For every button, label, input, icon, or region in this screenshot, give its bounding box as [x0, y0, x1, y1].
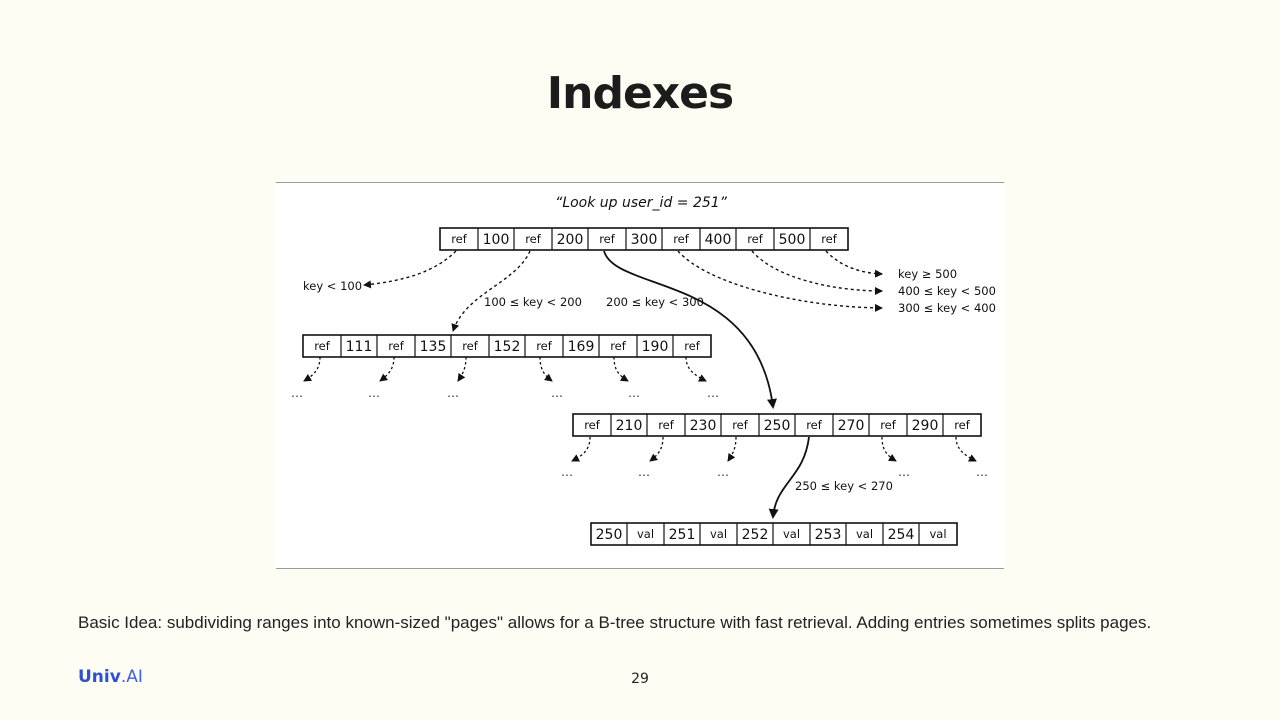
ref-cell: ref [684, 339, 701, 353]
key-cell: 210 [616, 418, 643, 434]
page-number: 29 [631, 671, 649, 687]
val-cell: val [710, 527, 727, 541]
val-cell: val [856, 527, 873, 541]
ref-cell: ref [599, 232, 616, 246]
ref-cell: ref [451, 232, 468, 246]
label-key-300-400: 300 ≤ key < 400 [898, 301, 996, 315]
label-key-100-200: 100 ≤ key < 200 [484, 295, 582, 309]
key-cell: 252 [742, 527, 769, 543]
ref-cell: ref [673, 232, 690, 246]
arrow-key-lt-100 [363, 250, 457, 289]
mid-page-outline [572, 413, 982, 437]
ellipsis: … [628, 386, 640, 400]
ref-cell: ref [388, 339, 405, 353]
slide-caption: Basic Idea: subdividing ranges into know… [78, 613, 1152, 632]
key-cell: 169 [568, 339, 595, 355]
arrow-left-ref-1 [303, 356, 321, 382]
arrow-left-ref-4 [539, 356, 553, 382]
ref-cell: ref [536, 339, 553, 353]
key-cell: 135 [420, 339, 447, 355]
arrow-mid-ref-2 [649, 436, 664, 462]
key-cell: 200 [557, 232, 584, 248]
ellipsis: … [717, 465, 729, 479]
ref-cell: ref [747, 232, 764, 246]
left-page-outline [302, 334, 712, 358]
key-cell: 290 [912, 418, 939, 434]
ref-cell: ref [584, 418, 601, 432]
key-cell: 251 [669, 527, 696, 543]
label-key-250-270: 250 ≤ key < 270 [795, 479, 893, 493]
key-cell: 250 [596, 527, 623, 543]
btree-diagram: “Look up user_id = 251” ref 100 ref 200 ref 3… [276, 182, 1004, 569]
leaf-page: 250 val 251 val 252 val 253 val 254 val [590, 522, 958, 546]
label-key-ge-500: key ≥ 500 [898, 267, 957, 281]
arrow-key-ge-500 [825, 250, 883, 278]
arrow-key-300-400 [677, 250, 883, 312]
ellipsis: … [551, 386, 563, 400]
key-cell: 111 [346, 339, 373, 355]
ref-cell: ref [462, 339, 479, 353]
left-child-page: ref 111 ref 135 ref 152 ref 169 ref 190 ref [302, 334, 712, 358]
ellipsis: … [638, 465, 650, 479]
label-key-lt-100: key < 100 [303, 279, 362, 293]
arrow-key-100-200 [451, 250, 531, 332]
key-cell: 500 [779, 232, 806, 248]
key-cell: 250 [764, 418, 791, 434]
key-cell: 190 [642, 339, 669, 355]
ref-cell: ref [525, 232, 542, 246]
val-cell: val [783, 527, 800, 541]
ref-cell: ref [658, 418, 675, 432]
ref-cell: ref [880, 418, 897, 432]
label-key-200-300: 200 ≤ key < 300 [606, 295, 704, 309]
key-cell: 254 [888, 527, 915, 543]
slide-title: Indexes [546, 68, 734, 119]
key-cell: 100 [483, 232, 510, 248]
key-cell: 253 [815, 527, 842, 543]
ref-cell: ref [821, 232, 838, 246]
arrow-mid-ref-3 [727, 436, 737, 462]
leaf-page-outline [590, 522, 958, 546]
arrow-left-ref-3 [457, 356, 467, 382]
val-cell: val [637, 527, 654, 541]
mid-child-page: ref 210 ref 230 ref 250 ref 270 ref 290 ref [572, 413, 982, 437]
label-key-400-500: 400 ≤ key < 500 [898, 284, 996, 298]
arrow-left-ref-6 [685, 356, 707, 382]
key-cell: 270 [838, 418, 865, 434]
arrow-key-200-300 [603, 250, 777, 409]
ellipsis: … [707, 386, 719, 400]
ref-cell: ref [314, 339, 331, 353]
key-cell: 400 [705, 232, 732, 248]
univ-ai-logo[interactable]: Univ.AI [78, 667, 143, 687]
arrow-key-250-270 [768, 436, 810, 519]
root-page-outline [439, 227, 849, 251]
ellipsis: … [976, 465, 988, 479]
ref-cell: ref [806, 418, 823, 432]
arrow-mid-ref-5 [955, 436, 977, 462]
arrow-mid-ref-1 [571, 436, 591, 462]
arrow-mid-ref-4 [881, 436, 897, 462]
key-cell: 300 [631, 232, 658, 248]
root-page: ref 100 ref 200 ref 300 ref 400 ref 500 ref [439, 227, 849, 251]
arrow-left-ref-2 [379, 356, 395, 382]
logo-text: Univ [78, 667, 121, 687]
ref-cell: ref [610, 339, 627, 353]
ellipsis: … [291, 386, 303, 400]
key-cell: 230 [690, 418, 717, 434]
ref-cell: ref [732, 418, 749, 432]
ellipsis: … [898, 465, 910, 479]
ellipsis: … [368, 386, 380, 400]
ellipsis: … [561, 465, 573, 479]
query-text: “Look up user_id = 251” [555, 195, 728, 211]
arrow-left-ref-5 [613, 356, 629, 382]
arrow-key-400-500 [751, 250, 883, 295]
ref-cell: ref [954, 418, 971, 432]
logo-ai-text: .AI [120, 667, 143, 687]
ellipsis: … [447, 386, 459, 400]
val-cell: val [929, 527, 946, 541]
key-cell: 152 [494, 339, 521, 355]
